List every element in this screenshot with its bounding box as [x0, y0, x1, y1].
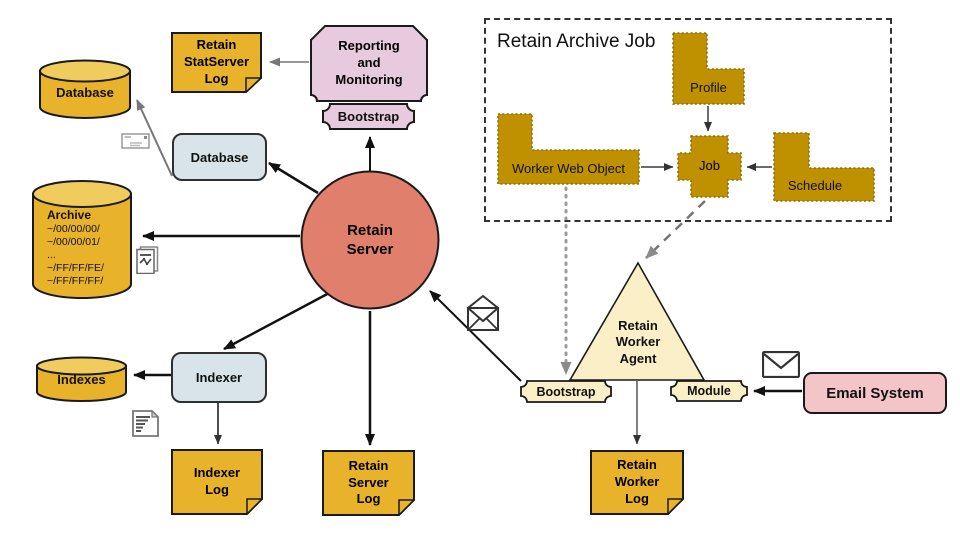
archive-path: ~/00/00/01/: [47, 236, 100, 248]
archive-title: Archive: [47, 208, 92, 222]
worker-agent-label: Retain Worker Agent: [615, 318, 661, 366]
archive-cylinder: Archive ~/00/00/00/ ~/00/00/01/ ... ~/FF…: [32, 180, 132, 300]
database-cylinder: Database: [39, 59, 131, 119]
retain-server-label: Retain Server: [346, 221, 394, 259]
retain-server-node: Retain Server: [300, 170, 440, 310]
server-log-label: Retain Server Log: [348, 457, 389, 507]
indexes-label: Indexes: [57, 372, 106, 387]
worker-log-note: Retain Worker Log: [590, 450, 684, 515]
letter-icon: [121, 133, 150, 149]
database-component-label: Database: [190, 149, 249, 165]
reporting-bootstrap-plaque: Bootstrap: [322, 103, 415, 130]
archive-path: ~/FF/FF/FF/: [47, 275, 104, 287]
worker-agent-triangle: Retain Worker Agent: [560, 255, 710, 383]
reporting-bootstrap-label: Bootstrap: [337, 109, 400, 124]
database-cylinder-label: Database: [56, 85, 114, 100]
job-shape: Job: [677, 135, 742, 198]
reporting-monitoring-shape: Reporting and Monitoring: [310, 25, 428, 102]
server-log-note: Retain Server Log: [322, 450, 415, 516]
list-document-icon: [131, 409, 161, 439]
retain-archive-job-title: Retain Archive Job: [497, 31, 656, 52]
email-system-label: Email System: [826, 384, 924, 402]
worker-module-plaque: Module: [670, 380, 748, 402]
worker-module-label: Module: [687, 384, 731, 398]
report-chart-icon: [136, 246, 159, 274]
job-label: Job: [699, 158, 720, 174]
worker-web-object-label: Worker Web Object: [512, 161, 625, 176]
profile-shape: Profile: [672, 32, 745, 105]
archive-path: ~/00/00/00/: [47, 223, 100, 235]
statserver-log-label: Retain StatServer Log: [183, 37, 250, 86]
email-system-node: Email System: [803, 372, 947, 414]
indexer-log-label: Indexer Log: [193, 465, 241, 497]
schedule-shape: Schedule: [773, 132, 875, 202]
retain-archive-job-group: [484, 18, 892, 222]
indexer-label: Indexer: [195, 370, 243, 385]
archive-path: ...: [47, 249, 56, 261]
database-component: Database: [172, 133, 267, 181]
worker-agent-label-wrap: Retain Worker Agent: [607, 318, 669, 367]
worker-bootstrap-label: Bootstrap: [536, 384, 596, 399]
reporting-monitoring-label: Reporting and Monitoring: [335, 38, 403, 87]
worker-log-label: Retain Worker Log: [614, 457, 660, 506]
worker-web-object-shape: Worker Web Object: [497, 113, 640, 185]
schedule-label: Schedule: [787, 178, 843, 193]
worker-bootstrap-plaque: Bootstrap: [520, 380, 612, 403]
indexer-component: Indexer: [171, 352, 267, 403]
statserver-log-note: Retain StatServer Log: [171, 32, 262, 93]
profile-label: Profile: [690, 80, 727, 95]
archive-path: ~/FF/FF/FE/: [47, 262, 104, 274]
indexes-cylinder: Indexes: [36, 356, 127, 402]
open-envelope-icon: [466, 294, 500, 332]
envelope-icon: [762, 351, 800, 378]
indexer-log-note: Indexer Log: [171, 449, 263, 515]
